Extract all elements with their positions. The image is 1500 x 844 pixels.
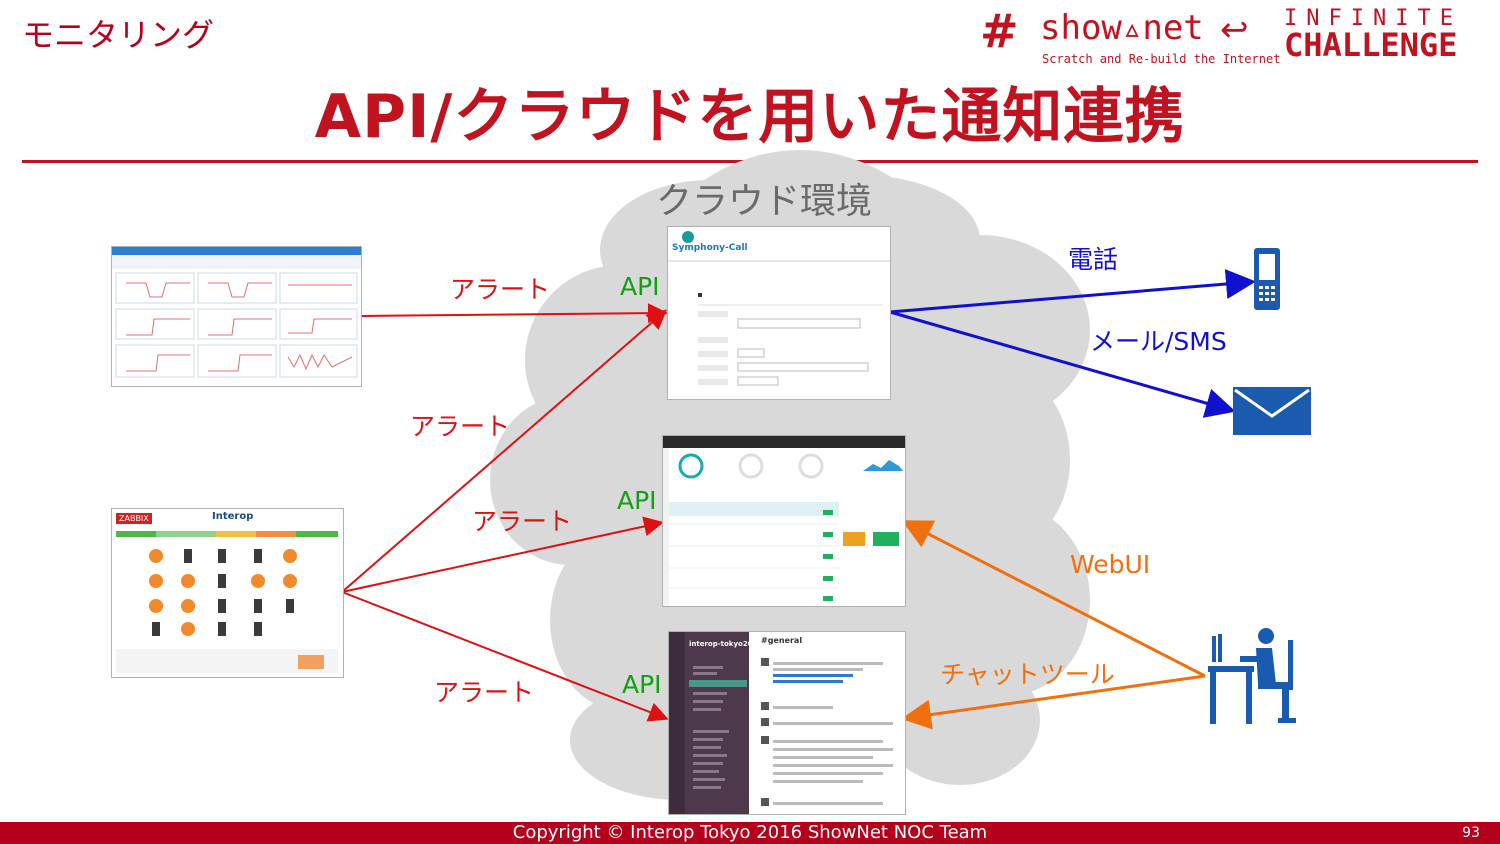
graphs-thumbnail	[112, 247, 361, 378]
monitoring-graphs-screenshot	[111, 246, 362, 387]
symphony-thumbnail	[668, 231, 890, 386]
alert-label-4: アラート	[434, 678, 535, 707]
logo-hash: #	[980, 4, 1019, 58]
zabbix-thumbnail	[116, 531, 338, 673]
arrow-alert-call	[341, 309, 668, 593]
operator-at-desk-icon	[1208, 628, 1296, 724]
footer-bar	[0, 822, 1500, 844]
interop-logo: Interop	[212, 511, 254, 522]
symphony-call-screenshot: Symphony-Call	[667, 226, 891, 400]
copyright-text: Copyright © Interop Tokyo 2016 ShowNet N…	[512, 822, 988, 843]
arrow-alert-top	[361, 303, 668, 324]
mail-envelope-icon	[1233, 387, 1311, 435]
zabbix-screenshot: ZABBIX Interop	[111, 508, 344, 678]
webui-dashboard-screenshot	[662, 435, 906, 607]
mobile-phone-icon	[1254, 248, 1280, 310]
alert-label-3: アラート	[472, 507, 573, 536]
arrow-alert-chat	[341, 591, 669, 722]
webui-label: WebUI	[1070, 550, 1151, 579]
page-number: 93	[1462, 825, 1480, 841]
chat-tool-label: チャットツール	[940, 660, 1115, 689]
slide-title: API/クラウドを用いた通知連携	[314, 82, 1186, 152]
arrow-phone	[889, 269, 1256, 314]
arrow-alert-web	[341, 516, 664, 593]
section-label: モニタリング	[22, 16, 215, 54]
arrow-mail	[889, 310, 1236, 418]
alert-label-2: アラート	[410, 412, 511, 441]
logo-show-net: show▵net	[1040, 8, 1204, 48]
arrow-chat	[901, 674, 1206, 730]
arrow-webui	[901, 520, 1206, 678]
symphony-logo: Symphony-Call	[672, 243, 748, 253]
logo-infinite: INFINITE	[1284, 6, 1462, 31]
slack-screenshot: interop-tokyo20... #general	[668, 631, 906, 815]
logo-challenge: CHALLENGE	[1284, 26, 1458, 64]
mail-sms-label: メール/SMS	[1090, 327, 1227, 356]
cloud-label: クラウド環境	[656, 181, 873, 222]
api-label-3: API	[622, 670, 662, 699]
api-label-1: API	[620, 272, 660, 301]
slack-channel: #general	[761, 636, 803, 645]
logo-tagline: Scratch and Re-build the Internet	[1042, 52, 1281, 66]
slack-workspace: interop-tokyo20...	[689, 640, 761, 648]
alert-label-1: アラート	[450, 275, 551, 304]
api-label-2: API	[617, 486, 657, 515]
zabbix-logo: ZABBIX	[116, 513, 152, 524]
slack-thumbnail	[669, 632, 893, 814]
return-arrow-icon: ↩	[1220, 10, 1249, 50]
phone-label: 電話	[1068, 245, 1119, 274]
dashboard-thumbnail	[663, 436, 905, 606]
